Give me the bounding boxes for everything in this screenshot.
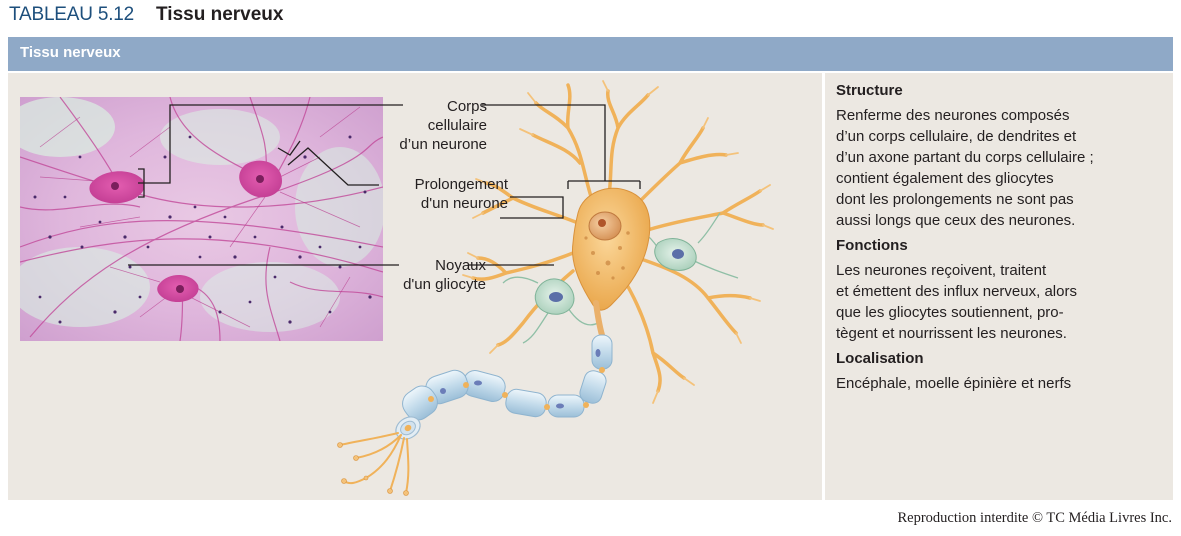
- panel-divider: [822, 73, 825, 500]
- section-line: Renferme des neurones composés: [836, 107, 1070, 124]
- section-line: Les neurones reçoivent, traitent: [836, 262, 1047, 279]
- table-frame: Tissu nerveux: [8, 37, 1173, 500]
- page-header: TABLEAU 5.12 Tissu nerveux: [9, 4, 283, 30]
- section-localisation: Localisation Encéphale, moelle épinière …: [836, 349, 1171, 394]
- table-number: TABLEAU 5.12: [9, 4, 135, 25]
- section-heading: Structure: [836, 82, 903, 99]
- callout-cell-body-line-2: cellulaire: [427, 117, 487, 134]
- callout-cell-body-line-3: d’un neurone: [399, 136, 487, 153]
- section-fonctions: Fonctions Les neurones reçoivent, traite…: [836, 236, 1171, 344]
- callout-cell-body: Corps cellulaire d’un neurone: [399, 97, 487, 154]
- table-title: Tissu nerveux: [156, 4, 284, 25]
- callout-process: Prolongement d'un neurone: [415, 175, 508, 213]
- section-heading: Localisation: [836, 350, 924, 367]
- section-line: d’un axone partant du corps cellulaire ;: [836, 149, 1094, 166]
- micrograph-image: [20, 97, 383, 341]
- section-structure: Structure Renferme des neurones composés…: [836, 81, 1171, 231]
- callout-process-line-2: d'un neurone: [420, 195, 508, 212]
- callout-glial-nucleus-line-1: Noyaux: [435, 257, 486, 274]
- leader-lines: [128, 104, 641, 266]
- callout-process-line-1: Prolongement: [414, 176, 508, 193]
- copyright-notice: Reproduction interdite © TC Média Livres…: [897, 510, 1172, 526]
- section-line: Encéphale, moelle épinière et nerfs: [836, 375, 1072, 392]
- callout-glial-nucleus-line-2: d'un gliocyte: [403, 276, 486, 293]
- section-line: aussi longs que ceux des neurones.: [836, 212, 1076, 229]
- section-line: que les gliocytes soutiennent, pro-: [836, 304, 1064, 321]
- section-line: contient également des gliocytes: [836, 170, 1054, 187]
- title-band: Tissu nerveux: [8, 37, 1173, 73]
- callout-cell-body-line-1: Corps: [446, 98, 487, 115]
- callout-glial-nucleus: Noyaux d'un gliocyte: [403, 256, 486, 294]
- description-panel: Structure Renferme des neurones composés…: [836, 81, 1171, 399]
- section-line: et émettent des influx nerveux, alors: [836, 283, 1077, 300]
- section-line: dont les prolongements ne sont pas: [836, 191, 1074, 208]
- figure-panel: Corps cellulaire d’un neurone Prolongeme…: [8, 73, 822, 500]
- section-heading: Fonctions: [836, 237, 908, 254]
- band-label: Tissu nerveux: [20, 44, 121, 61]
- section-line: tègent et nourrissent les neurones.: [836, 325, 1067, 342]
- section-line: d’un corps cellulaire, de dendrites et: [836, 128, 1077, 145]
